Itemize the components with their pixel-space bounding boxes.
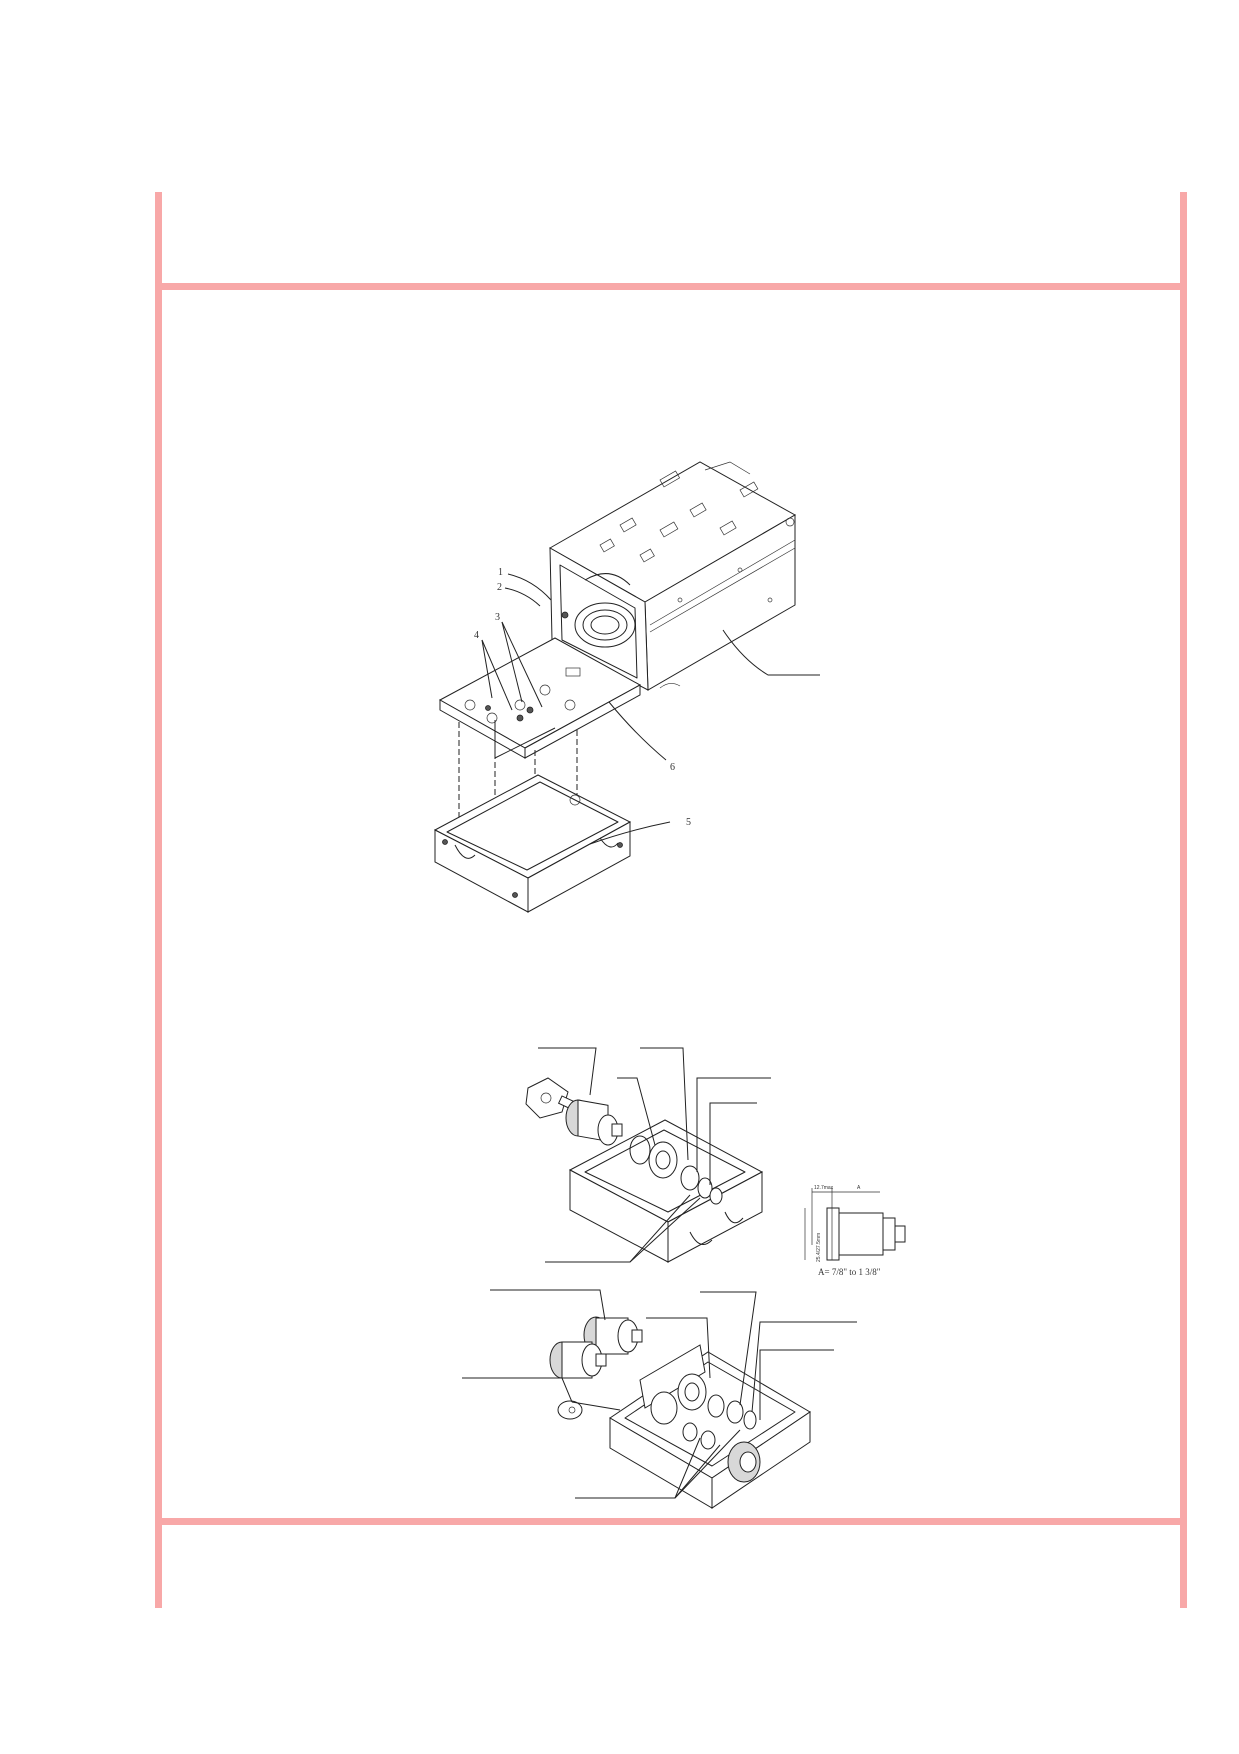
frame-left-border — [155, 192, 162, 1608]
callout-2: 2 — [497, 582, 502, 593]
callout-6: 6 — [670, 762, 675, 773]
callout-5: 5 — [686, 817, 691, 828]
callout-3: 3 — [495, 612, 500, 623]
frame-footer-divider — [155, 1518, 1187, 1525]
callout-1: 1 — [498, 567, 503, 578]
frame-right-border — [1180, 192, 1187, 1608]
cash-box-tray-drawing — [433, 774, 632, 913]
frame-header-divider — [155, 283, 1187, 290]
callouts-top: 1 2 3 4 5 6 — [474, 567, 820, 845]
callout-4: 4 — [474, 630, 479, 641]
main-unit-drawing — [548, 461, 797, 691]
mounting-plate-drawing — [438, 611, 642, 759]
